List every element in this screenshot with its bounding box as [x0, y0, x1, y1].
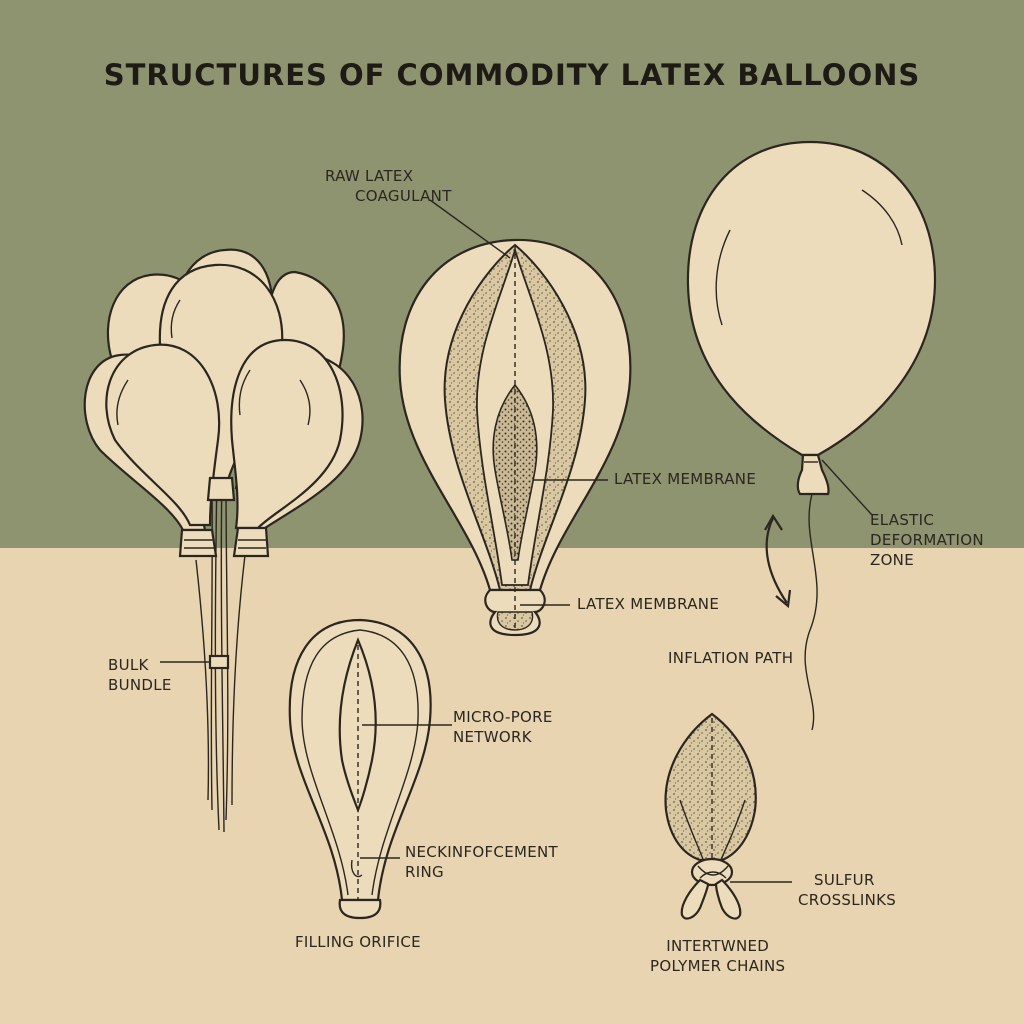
- bulk-bundle-balloons: [83, 248, 364, 833]
- filling-orifice-label: FILLING ORIFICE: [295, 933, 421, 951]
- sulfur-crosslinks-label: SULFUR CROSSLINKS: [798, 870, 896, 910]
- elastic-line2: DEFORMATION: [870, 531, 984, 549]
- elastic-line3: ZONE: [870, 551, 914, 569]
- filling-orifice-balloon: [288, 618, 452, 920]
- micro-pore-label: MICRO-PORE NETWORK: [453, 707, 553, 747]
- neck-line1: NECKINFOFCEMENT: [405, 843, 558, 861]
- sulfur-crosslink-balloon: [664, 712, 792, 920]
- bulk-line2: BUNDLE: [108, 676, 172, 694]
- sulfur-line1: SULFUR: [814, 871, 875, 889]
- micro-line2: NETWORK: [453, 728, 532, 746]
- inflated-balloon: [686, 140, 937, 731]
- raw-latex-label: RAW LATEX COAGULANT: [325, 166, 452, 206]
- micro-line1: MICRO-PORE: [453, 708, 553, 726]
- elastic-line1: ELASTIC: [870, 511, 935, 529]
- polymer-chains-label: INTERTWNED POLYMER CHAINS: [650, 936, 785, 976]
- neck-reinforcement-label: NECKINFOFCEMENT RING: [405, 842, 558, 882]
- inflation-path-label: INFLATION PATH: [668, 649, 794, 667]
- raw-latex-line2: COAGULANT: [355, 187, 452, 205]
- polymer-line1: INTERTWNED: [666, 937, 770, 955]
- latex-membrane-upper-label: LATEX MEMBRANE: [614, 470, 757, 488]
- neck-line2: RING: [405, 863, 444, 881]
- polymer-line2: POLYMER CHAINS: [650, 957, 786, 975]
- sulfur-line2: CROSSLINKS: [798, 891, 897, 909]
- cross-section-balloon: [398, 199, 632, 637]
- diagram-title: STRUCTURES OF COMMODITY LATEX BALLOONS: [103, 58, 921, 92]
- bulk-bundle-label: BULK BUNDLE: [108, 655, 172, 695]
- bulk-line1: BULK: [108, 656, 149, 674]
- elastic-deformation-label: ELASTIC DEFORMATION ZONE: [870, 510, 984, 570]
- latex-membrane-lower-label: LATEX MEMBRANE: [577, 595, 720, 613]
- raw-latex-line1: RAW LATEX: [325, 167, 414, 185]
